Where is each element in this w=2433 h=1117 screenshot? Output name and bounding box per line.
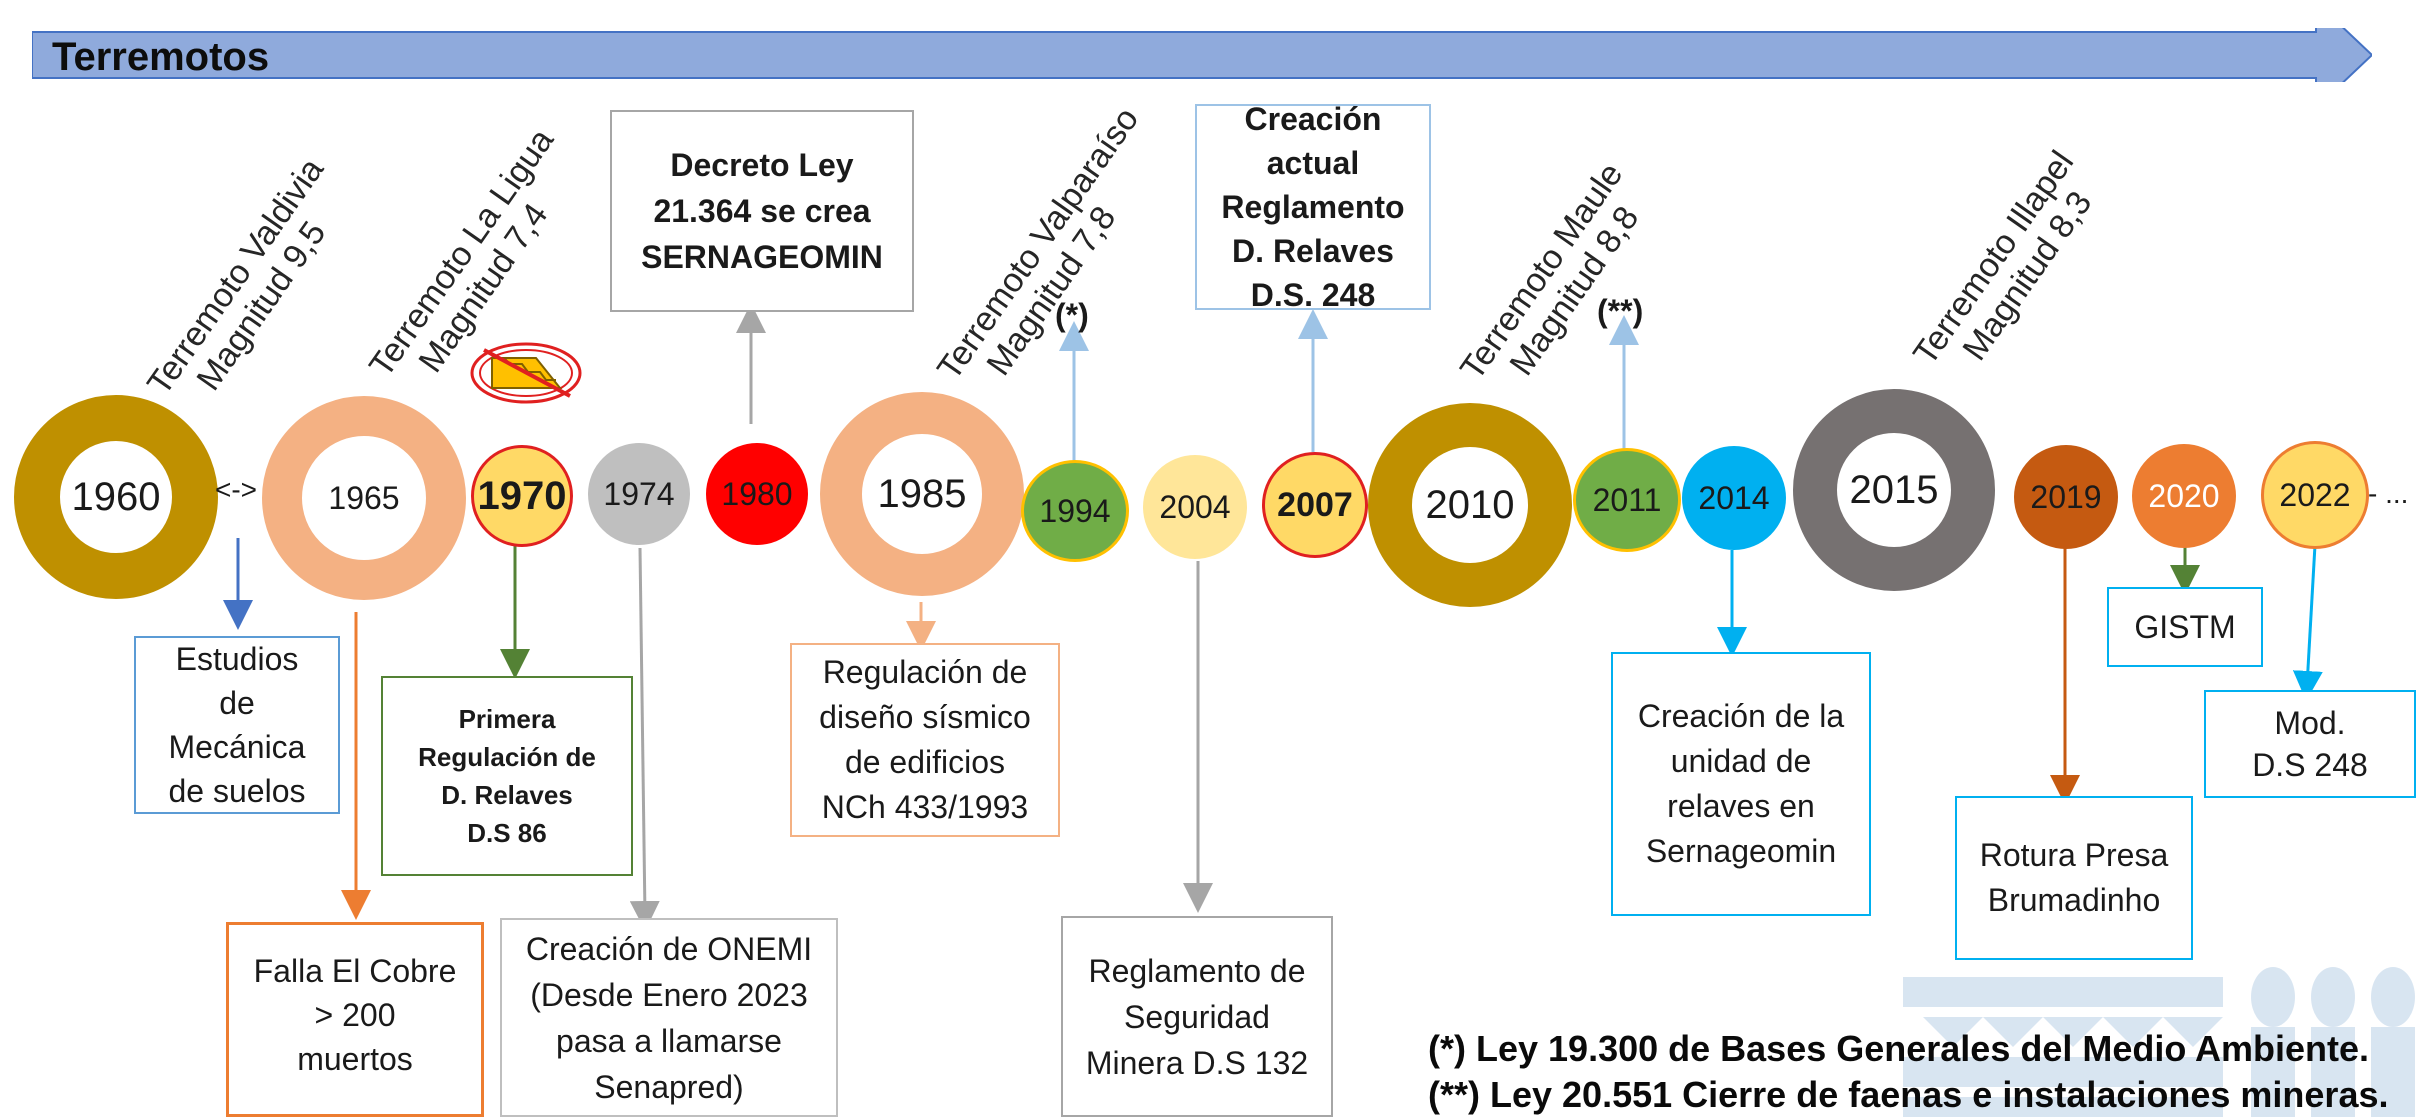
- year-1994-circle: 1994: [1021, 460, 1129, 562]
- banner-title: Terremotos: [52, 35, 270, 79]
- year-2020-circle: 2020: [2132, 444, 2236, 548]
- year-1970-circle: 1970: [471, 445, 573, 547]
- footnote-ley-19300: (*) Ley 19.300 de Bases Generales del Me…: [1428, 1028, 2370, 1069]
- year-1965-ring: 1965: [262, 396, 466, 600]
- year-2010-ring: 2010: [1368, 403, 1572, 607]
- note-mark-2011: (**): [1597, 293, 1644, 329]
- note-mark-1994: (*): [1055, 297, 1089, 333]
- connector-1960-1965: <->: [215, 474, 258, 505]
- year-1960-ring: 1960: [14, 395, 218, 599]
- box-mod-ds248: Mod.D.S 248: [2204, 690, 2416, 798]
- year-2011-circle: 2011: [1573, 448, 1681, 552]
- year-2022-circle: 2022: [2261, 441, 2369, 549]
- timeline-banner-arrow: [32, 28, 2372, 82]
- year-2015-ring: 2015: [1793, 389, 1995, 591]
- institution-logo-icon: [1903, 967, 2415, 1117]
- no-tailings-dam-icon: [470, 342, 582, 404]
- year-2004-circle: 2004: [1143, 455, 1247, 559]
- year-2007-circle: 2007: [1262, 452, 1368, 558]
- year-2019-circle: 2019: [2014, 445, 2118, 549]
- year-1985-ring: 1985: [820, 392, 1024, 596]
- year-1974-circle: 1974: [588, 443, 690, 545]
- year-2014-circle: 2014: [1682, 446, 1786, 550]
- timeline-ellipsis: - ...: [2368, 478, 2409, 509]
- box-gistm: GISTM: [2107, 587, 2263, 667]
- year-1980-circle: 1980: [706, 443, 808, 545]
- footnote-ley-20551: (**) Ley 20.551 Cierre de faenas e insta…: [1428, 1074, 2389, 1115]
